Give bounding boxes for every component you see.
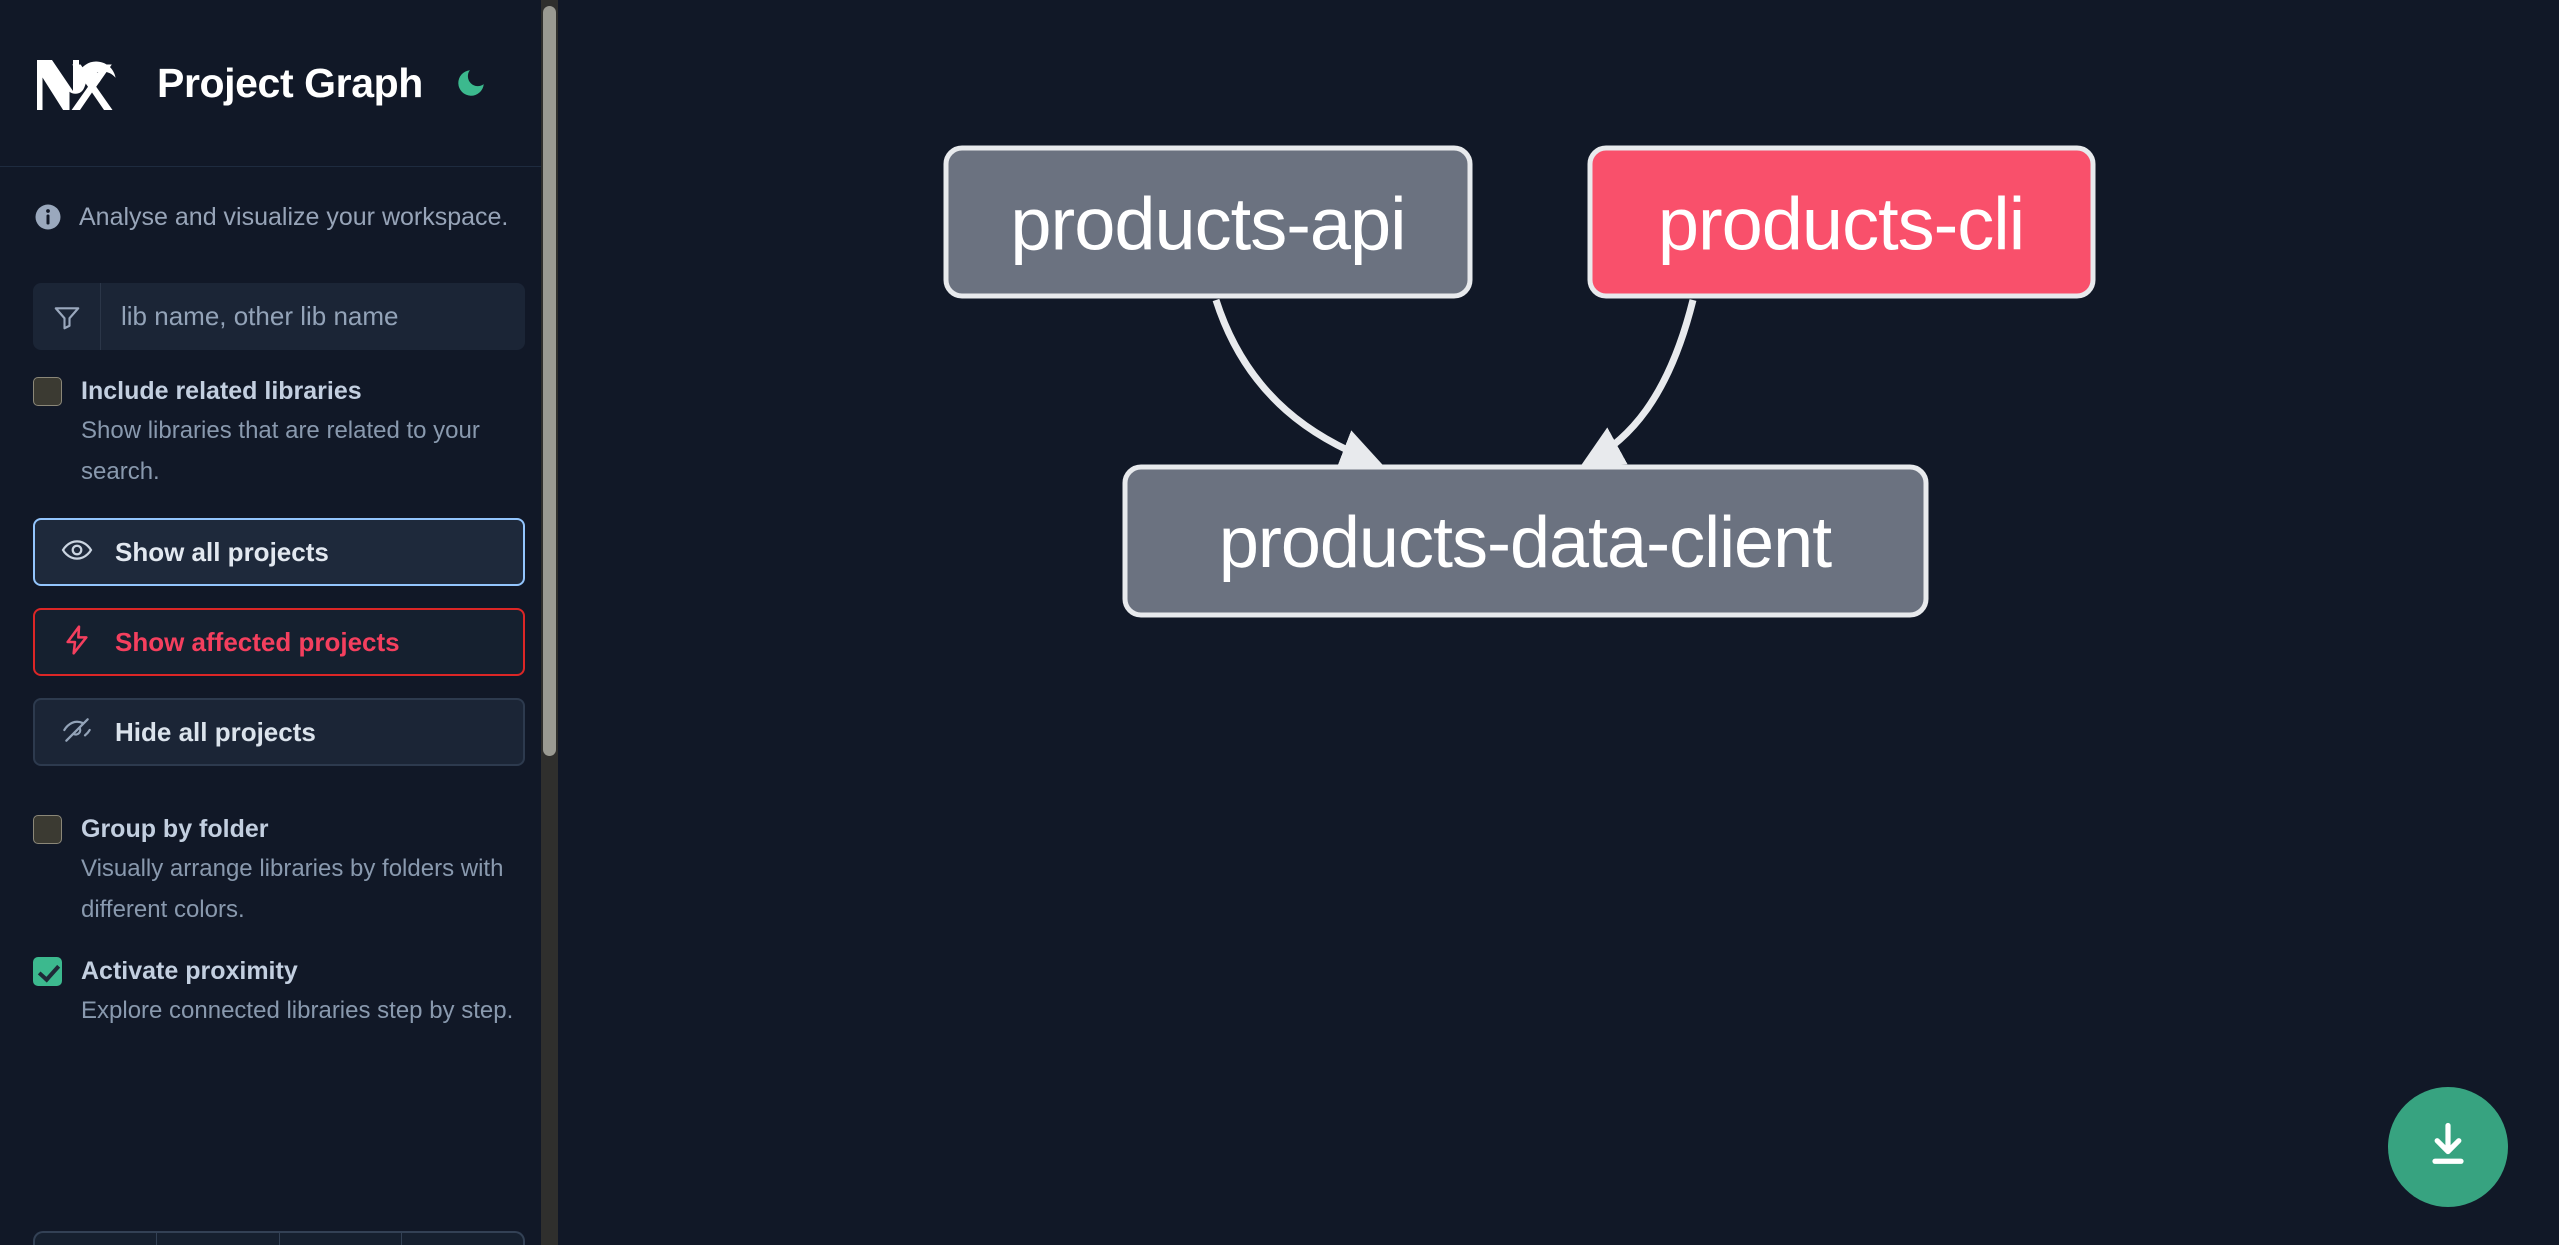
- option-activate-proximity[interactable]: Activate proximity Explore connected lib…: [0, 930, 558, 1031]
- moon-icon[interactable]: [451, 63, 491, 103]
- lightning-icon: [61, 624, 93, 661]
- hide-all-projects-label: Hide all projects: [115, 716, 316, 747]
- graph-edges: [1212, 298, 1697, 470]
- filter-icon: [33, 283, 101, 350]
- tagline-text: Analyse and visualize your workspace.: [79, 202, 509, 231]
- info-icon: [33, 202, 63, 232]
- node-label-products-cli: products-cli: [1658, 183, 2024, 266]
- edge-products-cli-to-products-data-client: [1580, 299, 1697, 467]
- option-include-related-libraries[interactable]: Include related libraries Show libraries…: [0, 350, 558, 492]
- show-affected-projects-button[interactable]: Show affected projects: [33, 608, 525, 676]
- download-icon: [2422, 1119, 2474, 1176]
- hide-all-projects-button[interactable]: Hide all projects: [33, 698, 525, 766]
- search-filter-box[interactable]: [33, 283, 525, 350]
- sidebar-action-buttons: Show all projects Show affected projects: [0, 492, 558, 766]
- eye-icon: [61, 534, 93, 571]
- search-input[interactable]: [101, 283, 525, 350]
- include-related-libraries-checkbox[interactable]: [33, 377, 62, 406]
- graph-canvas[interactable]: products-api products-cli products-data-…: [558, 0, 2559, 1245]
- graph-node-products-cli[interactable]: products-cli: [1587, 145, 2096, 299]
- graph-node-products-api[interactable]: products-api: [943, 145, 1473, 299]
- sidebar: Project Graph Analyse and visualize your…: [0, 0, 558, 1245]
- proximity-step-segment[interactable]: [280, 1233, 402, 1245]
- edge-products-api-to-products-data-client: [1212, 298, 1383, 470]
- eye-off-icon: [61, 714, 93, 751]
- group-by-folder-checkbox[interactable]: [33, 815, 62, 844]
- activate-proximity-checkbox[interactable]: [33, 957, 62, 986]
- sidebar-tagline: Analyse and visualize your workspace.: [0, 167, 558, 267]
- sidebar-header: Project Graph: [0, 0, 558, 167]
- sidebar-scrollbar-thumb[interactable]: [543, 6, 556, 756]
- activate-proximity-label: Activate proximity: [81, 957, 298, 985]
- include-related-libraries-label: Include related libraries: [81, 377, 362, 405]
- node-rect[interactable]: [943, 145, 1473, 299]
- group-by-folder-label: Group by folder: [81, 815, 269, 843]
- node-label-products-data-client: products-data-client: [1219, 503, 1832, 583]
- node-label-products-api: products-api: [1010, 183, 1405, 266]
- graph-node-products-data-client[interactable]: products-data-client: [1122, 464, 1929, 618]
- proximity-step-segment[interactable]: [35, 1233, 158, 1245]
- proximity-step-segment[interactable]: [402, 1233, 523, 1245]
- show-all-projects-label: Show all projects: [115, 536, 329, 567]
- page-title: Project Graph: [157, 59, 423, 106]
- include-related-libraries-description: Show libraries that are related to your …: [81, 417, 480, 485]
- nx-logo: [33, 52, 125, 114]
- show-affected-projects-label: Show affected projects: [115, 626, 400, 657]
- sidebar-scrollbar-track[interactable]: [541, 0, 558, 1245]
- show-all-projects-button[interactable]: Show all projects: [33, 518, 525, 586]
- node-rect[interactable]: [1122, 464, 1929, 618]
- group-by-folder-description: Visually arrange libraries by folders wi…: [81, 855, 504, 923]
- proximity-step-segment[interactable]: [157, 1233, 280, 1245]
- download-graph-button[interactable]: [2388, 1087, 2508, 1207]
- proximity-step-control[interactable]: [33, 1231, 525, 1245]
- node-rect[interactable]: [1587, 145, 2096, 299]
- project-graph-svg: products-api products-cli products-data-…: [943, 145, 2096, 618]
- option-group-by-folder[interactable]: Group by folder Visually arrange librari…: [0, 788, 558, 930]
- activate-proximity-description: Explore connected libraries step by step…: [81, 997, 514, 1024]
